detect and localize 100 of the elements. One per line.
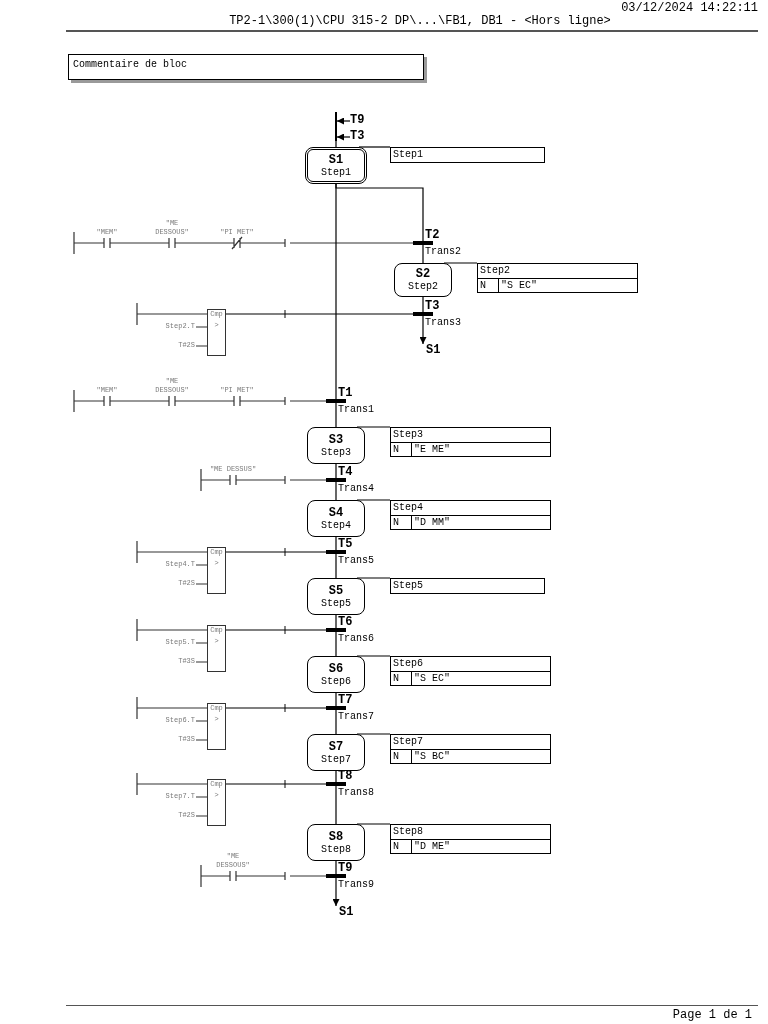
step-box	[307, 824, 365, 861]
transition-name: Trans8	[338, 787, 374, 799]
connector-line	[335, 614, 337, 629]
connector-line	[225, 629, 327, 631]
step-box	[307, 734, 365, 771]
step-number: S4	[328, 506, 344, 520]
action-qualifier: N	[391, 672, 412, 685]
transition-bar	[413, 312, 433, 316]
step-name: Step7	[321, 753, 351, 765]
arrow	[336, 117, 351, 125]
action-operand: "E ME"	[413, 443, 450, 456]
transition-bar	[326, 782, 346, 786]
transition-bar	[326, 628, 346, 632]
action-step-name: Step1	[392, 148, 424, 162]
connector-line	[335, 140, 337, 148]
transition-number: T3	[425, 300, 440, 312]
header-timestamp: 03/12/2024 14:22:11	[621, 1, 758, 15]
page-number: Page 1 de 1	[672, 1008, 752, 1022]
transition-name: Trans2	[425, 246, 461, 258]
action-table	[390, 578, 545, 594]
compare-block	[207, 309, 226, 356]
transition-number: T5	[338, 538, 353, 550]
connector-line	[335, 631, 337, 657]
transition-name: Trans6	[338, 633, 374, 645]
step-box	[307, 578, 365, 615]
transition-bar	[326, 399, 346, 403]
step-name: Step8	[321, 843, 351, 855]
transition-name: Trans9	[338, 879, 374, 891]
step-number: S6	[328, 662, 344, 676]
action-table	[390, 656, 551, 686]
connector-line	[335, 183, 337, 400]
action-operand: "S EC"	[413, 672, 450, 685]
action-step-name: Step8	[392, 825, 424, 839]
step-box	[307, 427, 365, 464]
connector-line	[335, 481, 337, 501]
header-path: TP2-1\300(1)\CPU 315-2 DP\...\FB1, DB1 - <Hors ligne>	[228, 14, 612, 28]
action-step-name: Step4	[392, 501, 424, 515]
arrow	[336, 133, 351, 141]
transition-name: Trans7	[338, 711, 374, 723]
step-number: S1	[328, 153, 344, 167]
step-name: Step1	[321, 166, 351, 178]
transition-name: Trans1	[338, 404, 374, 416]
jump-label: S1	[332, 906, 358, 919]
step-number: S5	[328, 584, 344, 598]
step-number: S7	[328, 740, 344, 754]
connector-line	[225, 313, 414, 315]
compare-block	[207, 779, 226, 826]
transition-number: T1	[338, 387, 353, 399]
jump-label: T3	[350, 130, 368, 144]
action-qualifier: N	[391, 516, 412, 529]
transition-name: Trans4	[338, 483, 374, 495]
step-box	[307, 500, 365, 537]
connector-line	[225, 783, 327, 785]
action-table	[477, 263, 638, 293]
connector-line	[335, 402, 337, 428]
step-name: Step4	[321, 519, 351, 531]
comment-box	[68, 54, 424, 80]
compare-block	[207, 703, 226, 750]
connector-line	[225, 707, 327, 709]
transition-number: T2	[425, 229, 440, 241]
sequence-line	[335, 112, 337, 141]
connector-line	[335, 692, 337, 707]
action-operand: "S EC"	[500, 279, 537, 292]
connector-line	[335, 785, 337, 825]
action-table	[390, 147, 545, 163]
transition-number: T4	[338, 466, 353, 478]
connector-line	[335, 553, 337, 579]
arrow	[332, 877, 340, 907]
connector-line	[335, 536, 337, 551]
arrow	[419, 315, 427, 345]
step-name: Step3	[321, 446, 351, 458]
step-name: Step2	[408, 281, 438, 292]
connector-line	[335, 860, 337, 875]
connector-line	[335, 463, 337, 479]
step-number: S3	[328, 433, 344, 447]
action-qualifier: N	[391, 443, 412, 456]
action-step-name: Step7	[392, 735, 424, 749]
action-qualifier: N	[391, 840, 412, 853]
connector-line	[422, 244, 424, 264]
step-box	[305, 147, 367, 184]
compare-block	[207, 547, 226, 594]
action-table	[390, 427, 551, 457]
transition-bar	[326, 478, 346, 482]
action-step-name: Step5	[392, 579, 424, 593]
action-step-name: Step3	[392, 428, 424, 442]
action-operand: "S BC"	[413, 750, 450, 763]
comment-text: Commentaire de bloc	[73, 59, 188, 70]
step-number: S8	[328, 830, 344, 844]
connector-line	[335, 709, 337, 735]
transition-number: T6	[338, 616, 353, 628]
jump-label: S1	[419, 344, 445, 357]
connector-line	[422, 296, 424, 313]
connector-line	[335, 770, 337, 783]
transition-bar	[413, 241, 433, 245]
compare-block	[207, 625, 226, 672]
action-qualifier: N	[478, 279, 499, 292]
jump-label: T9	[350, 114, 368, 128]
step-box	[394, 263, 452, 297]
connector-line	[358, 146, 391, 148]
step-number: S2	[415, 268, 431, 281]
